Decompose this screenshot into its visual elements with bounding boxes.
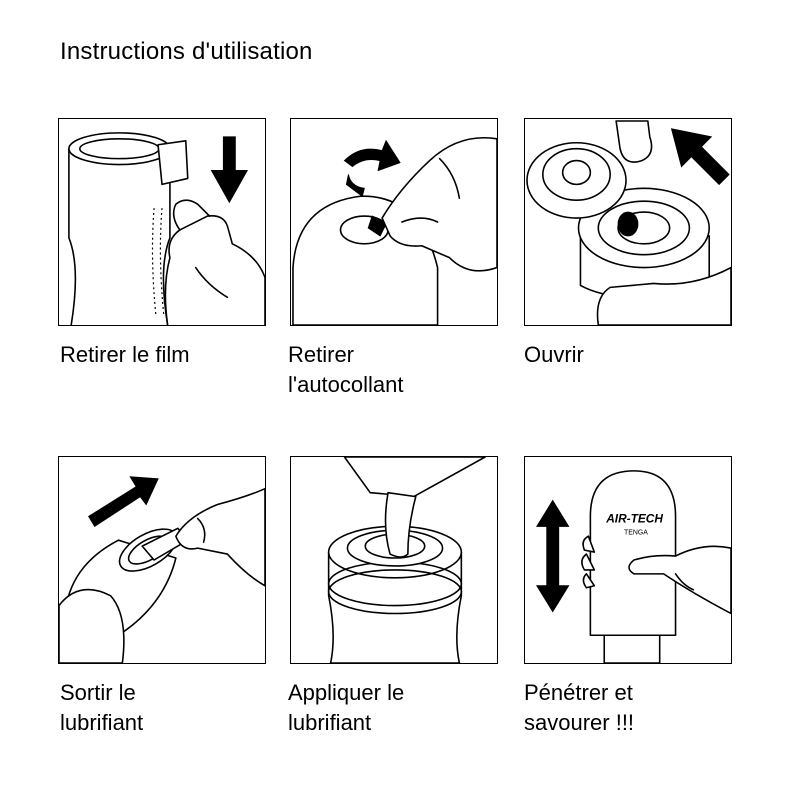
arrow-down-icon xyxy=(210,136,249,204)
product-sub-label: TENGA xyxy=(624,529,648,536)
rotate-arrow-icon xyxy=(343,139,401,172)
step-3-panel xyxy=(524,118,732,326)
arrow-up-right-icon xyxy=(88,476,159,528)
step-1-panel xyxy=(58,118,266,326)
peel-film-illustration xyxy=(68,132,265,325)
step-1-caption: Retirer le film xyxy=(60,342,190,367)
arrow-up-left-icon xyxy=(670,128,730,186)
page-title: Instructions d'utilisation xyxy=(60,38,313,65)
step-2-panel xyxy=(290,118,498,326)
step-3-caption: Ouvrir xyxy=(524,342,584,367)
open-cap-illustration xyxy=(526,120,731,325)
apply-lubricant-illustration xyxy=(327,457,486,663)
enjoy-illustration: AIR-TECH TENGA xyxy=(535,470,731,663)
step-4-panel xyxy=(58,456,266,664)
take-out-lubricant-illustration xyxy=(59,476,265,663)
step-6-caption: Pénétrer et savourer !!! xyxy=(524,680,635,735)
step-2-caption: Retirer l'autocollant xyxy=(288,342,404,397)
product-brand-label: AIR-TECH xyxy=(605,511,663,525)
step-5-panel xyxy=(290,456,498,664)
step-5-caption: Appliquer le lubrifiant xyxy=(288,680,405,735)
step-6-panel: AIR-TECH TENGA xyxy=(524,456,732,664)
step-4-caption: Sortir le lubrifiant xyxy=(60,680,144,735)
vertical-arrow-icon xyxy=(535,499,570,613)
remove-sticker-illustration xyxy=(292,137,497,325)
